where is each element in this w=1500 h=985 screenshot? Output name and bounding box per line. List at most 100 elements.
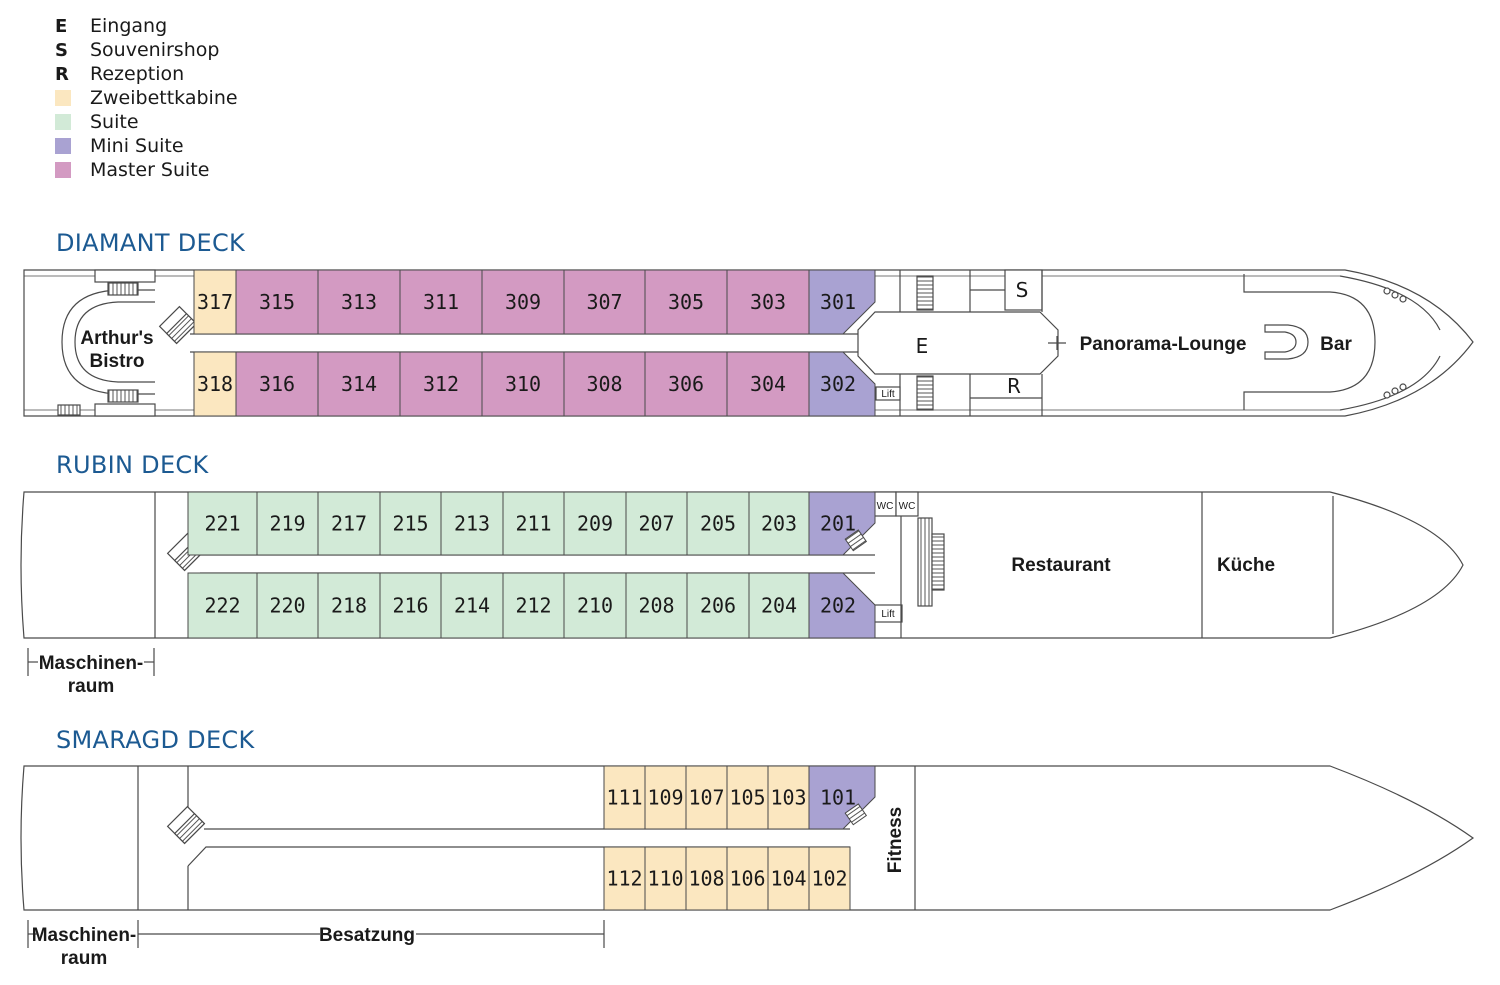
cabin-number-206: 206 [700, 594, 736, 618]
cabin-number-305: 305 [668, 290, 704, 314]
cabin-number-101: 101 [820, 786, 856, 810]
legend-label: Mini Suite [90, 135, 184, 157]
cabin-number-215: 215 [392, 512, 428, 536]
legend-key: E [55, 15, 68, 37]
cabin-number-104: 104 [770, 867, 806, 891]
cabin-number-301: 301 [820, 290, 856, 314]
cabin-number-307: 307 [586, 290, 622, 314]
crew-label: Besatzung [319, 925, 415, 946]
legend-key: R [55, 63, 69, 85]
legend-label: Rezeption [90, 63, 185, 85]
cabin-number-317: 317 [197, 290, 233, 314]
engine-room-label-line2: raum [68, 676, 114, 697]
deck-title-rubin: RUBIN DECK [56, 451, 209, 479]
bistro-label-line1: Arthur's [80, 328, 153, 349]
restaurant-label: Restaurant [1011, 555, 1111, 576]
compass-icon [1048, 336, 1066, 350]
cabin-number-310: 310 [505, 372, 541, 396]
cabin-number-315: 315 [259, 290, 295, 314]
smaragd-hull [20, 765, 1475, 911]
bistro-area [61, 289, 155, 395]
legend-item-reception: R Rezeption [55, 62, 238, 86]
engine-room-label-line1: Maschinen- [32, 925, 137, 946]
cabins: 3173183153163133143113123093103073083053… [187, 269, 876, 911]
reception-label: R [1007, 374, 1021, 398]
bar-counter [1264, 324, 1309, 360]
engine-room-label-line1: Maschinen- [39, 653, 144, 674]
cabin-number-107: 107 [688, 786, 724, 810]
wc-label: WC [899, 501, 916, 512]
cabin-number-202: 202 [820, 594, 856, 618]
cabin-number-214: 214 [454, 594, 490, 618]
stairs-icon [107, 389, 139, 403]
stairs-icon [916, 375, 934, 411]
cabin-number-204: 204 [761, 594, 797, 618]
entrance-hall [857, 311, 1059, 375]
bistro-inner [74, 301, 155, 383]
anchor-icon [1383, 287, 1407, 399]
cabin-number-105: 105 [729, 786, 765, 810]
cabin-number-308: 308 [586, 372, 622, 396]
bar-label: Bar [1320, 334, 1352, 355]
legend-label: Suite [90, 111, 139, 133]
legend-label: Souvenirshop [90, 39, 220, 61]
stairs-icon [931, 533, 945, 591]
legend-key: S [55, 39, 68, 61]
kitchen-label: Küche [1217, 555, 1275, 576]
cabin-number-313: 313 [341, 290, 377, 314]
entrance-label: E [916, 334, 929, 358]
cabin-number-210: 210 [577, 594, 613, 618]
lounge-label: Panorama-Lounge [1080, 334, 1247, 355]
cabin-number-103: 103 [770, 786, 806, 810]
stairs-icon [844, 803, 868, 826]
engine-room-label-line2: raum [61, 948, 107, 969]
cabin-number-217: 217 [331, 512, 367, 536]
cabin-number-205: 205 [700, 512, 736, 536]
cabin-number-102: 102 [811, 867, 847, 891]
cabin-number-220: 220 [269, 594, 305, 618]
cabin-number-212: 212 [515, 594, 551, 618]
deck-title-diamant: DIAMANT DECK [56, 229, 246, 257]
cabin-number-219: 219 [269, 512, 305, 536]
cabin-number-221: 221 [204, 512, 240, 536]
stairs-icon [916, 275, 934, 311]
cabin-number-201: 201 [820, 512, 856, 536]
legend-item-master-suite: Master Suite [55, 158, 238, 182]
swatch-twin-cabin [55, 90, 71, 106]
deck-title-smaragd: SMARAGD DECK [56, 726, 255, 754]
legend-item-shop: S Souvenirshop [55, 38, 238, 62]
cabin-number-316: 316 [259, 372, 295, 396]
stairs-icon [917, 517, 933, 607]
cabin-number-109: 109 [647, 786, 683, 810]
cabin-number-112: 112 [606, 867, 642, 891]
lounge-outline [1243, 274, 1376, 410]
bistro-label-line2: Bistro [90, 351, 145, 372]
cabin-number-306: 306 [668, 372, 704, 396]
stairs-icon [107, 282, 139, 296]
cabin-number-106: 106 [729, 867, 765, 891]
lift-box [875, 386, 901, 401]
swatch-master-suite [55, 162, 71, 178]
cabin-102[interactable] [808, 846, 851, 911]
fitness-label: Fitness [885, 807, 906, 874]
cabin-301[interactable] [808, 269, 876, 335]
cabin-302[interactable] [808, 351, 876, 417]
cabin-number-211: 211 [515, 512, 551, 536]
cabin-202[interactable] [808, 572, 876, 639]
cabin-number-303: 303 [750, 290, 786, 314]
lift-label: Lift [881, 389, 895, 400]
stairs-icon [166, 805, 206, 845]
legend-label: Zweibettkabine [90, 87, 238, 109]
cabin-number-309: 309 [505, 290, 541, 314]
cabin-number-203: 203 [761, 512, 797, 536]
cabin-number-318: 318 [197, 372, 233, 396]
stairs-icon [844, 529, 868, 552]
legend-item-twin-cabin: Zweibettkabine [55, 86, 238, 110]
swatch-mini-suite [55, 138, 71, 154]
cabin-number-218: 218 [331, 594, 367, 618]
shop-label: S [1016, 278, 1029, 302]
stairs-icon [57, 404, 81, 416]
